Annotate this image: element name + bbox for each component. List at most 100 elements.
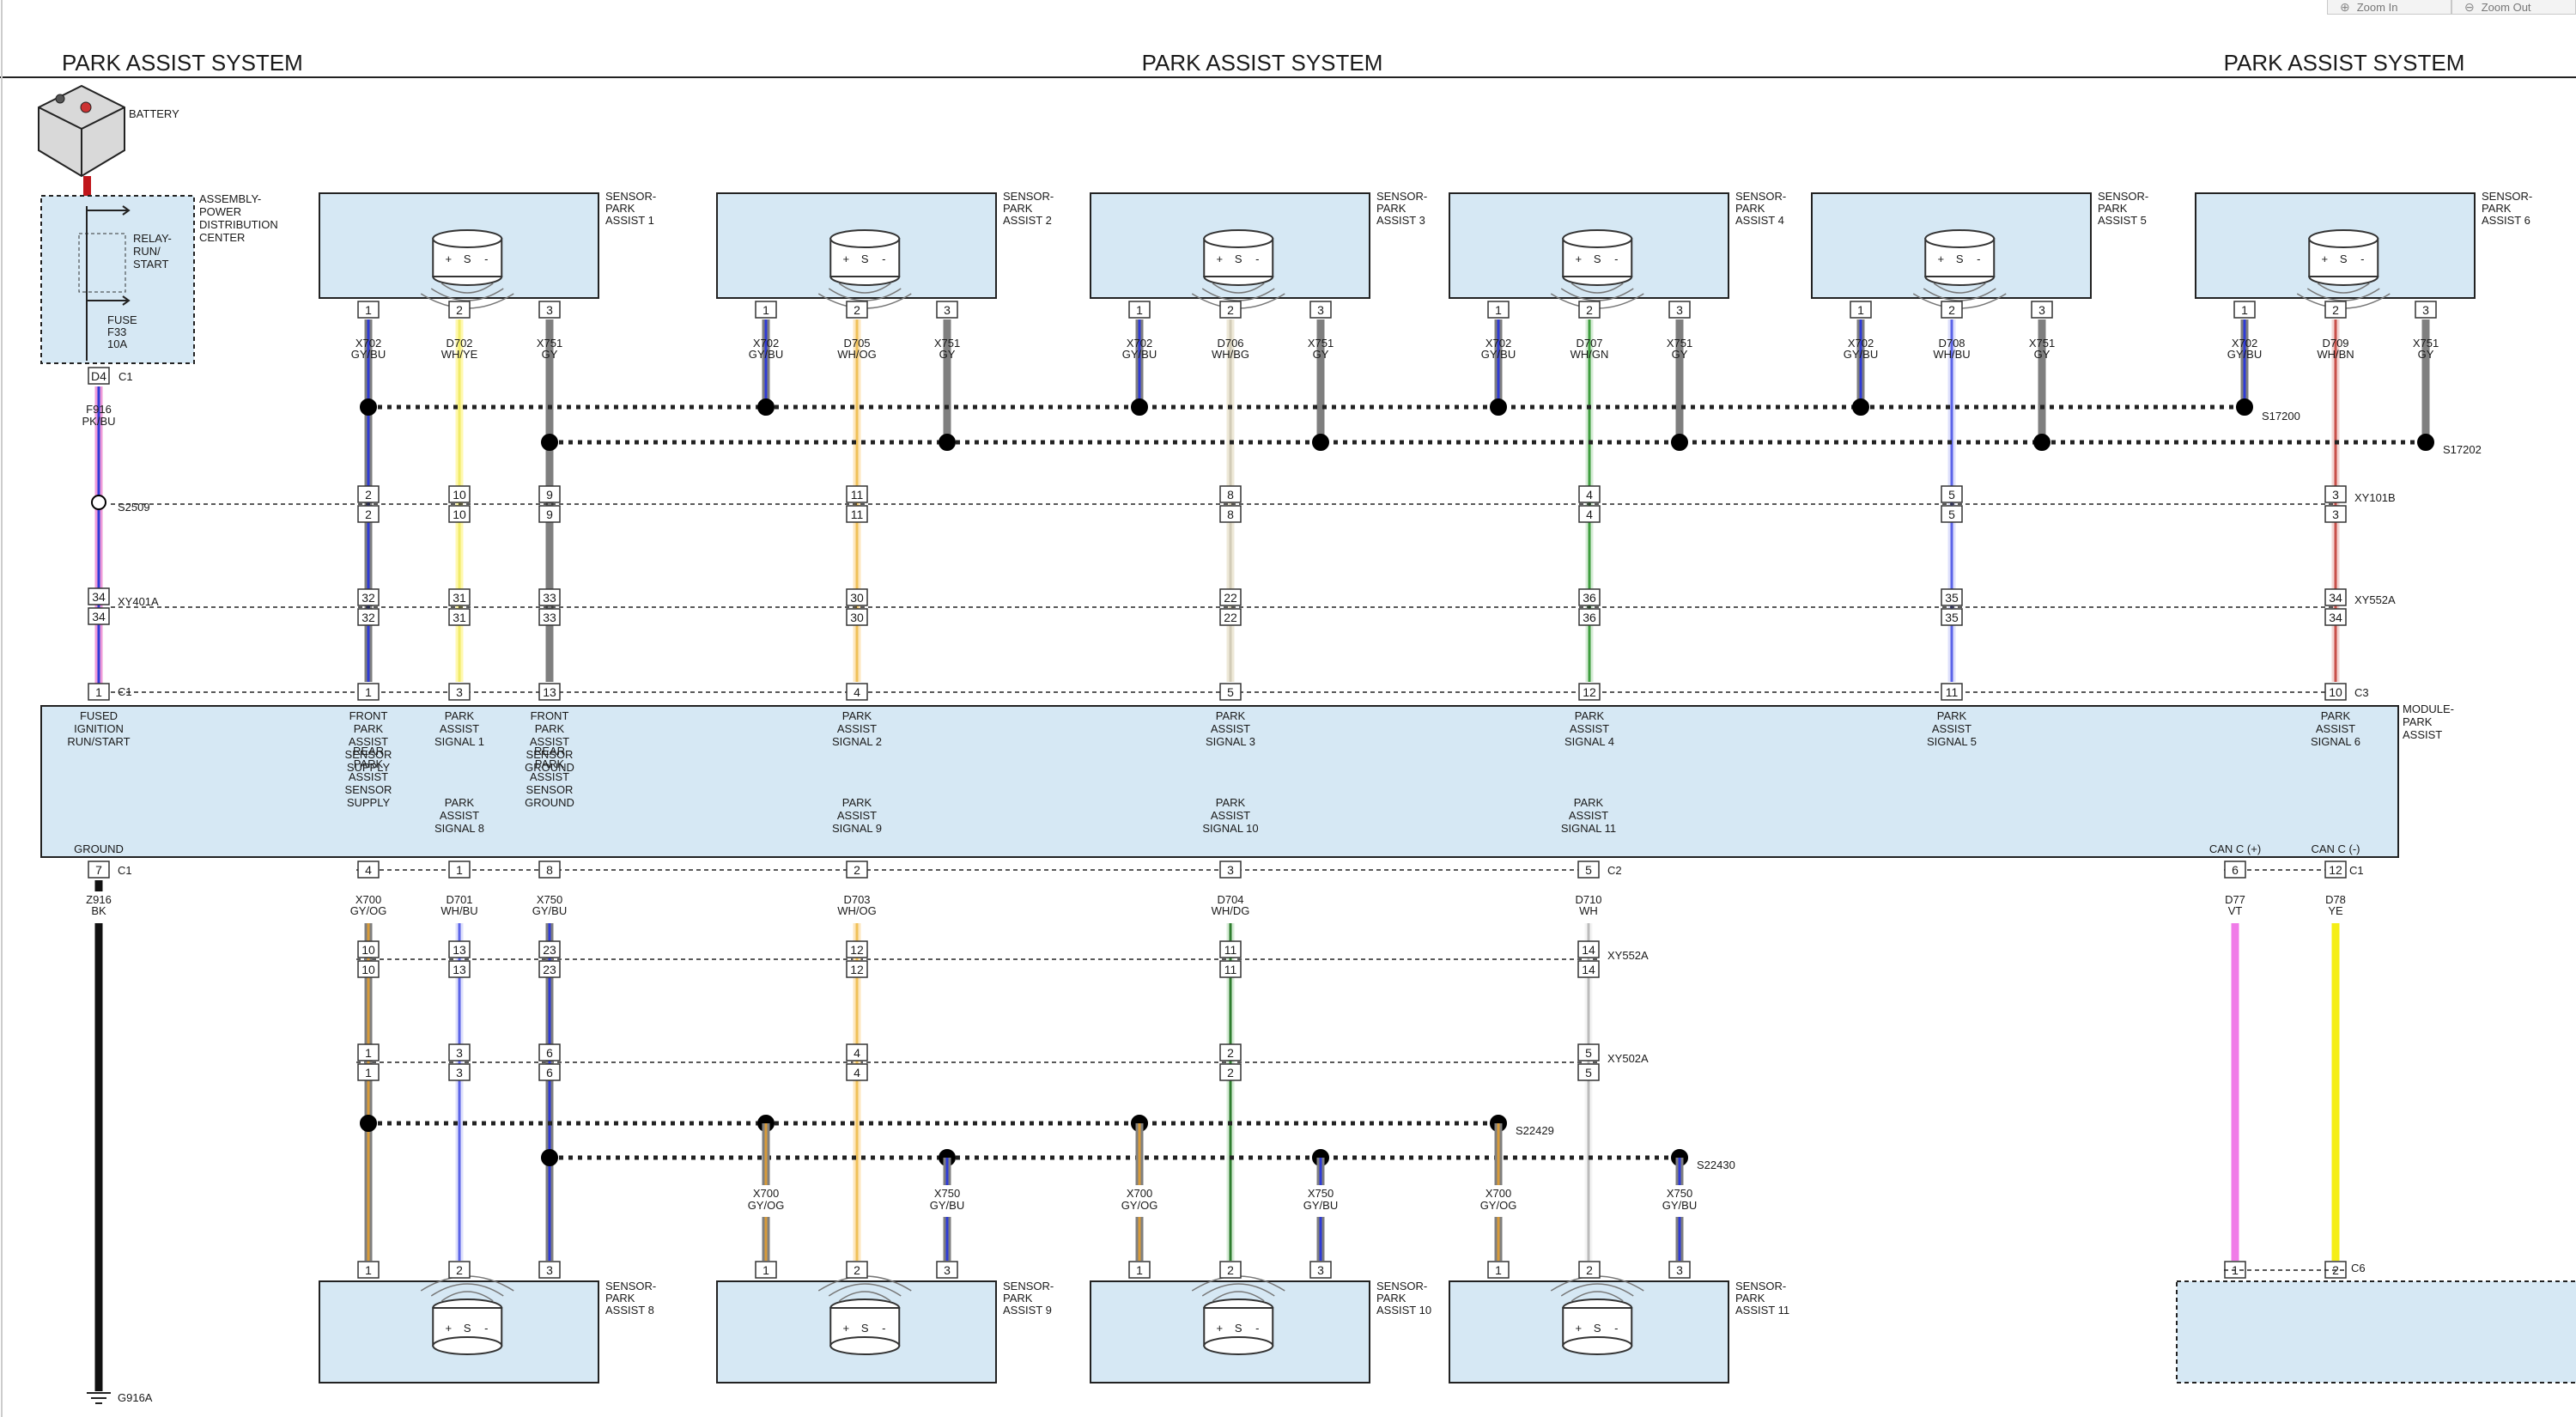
- front-sensor-pin-label: 1: [365, 303, 372, 317]
- rear-sensor-pin-label: 3: [944, 1263, 951, 1277]
- module-top-label: ASSIST: [1570, 722, 1609, 735]
- ground-wire-color: BK: [91, 904, 106, 917]
- front-wire-code: X702: [1127, 337, 1152, 350]
- front-ground-splice-label: S17202: [2443, 443, 2482, 456]
- module-top-label: PARK: [1937, 709, 1967, 722]
- rear-sensor-pin-label: 2: [854, 1263, 860, 1277]
- sensor-icon-wave: [1571, 1291, 1624, 1302]
- module-bottom-label: PARK: [1216, 796, 1246, 809]
- front-wire-color: WH/BN: [2317, 348, 2354, 361]
- sensor-icon-wave: [2306, 288, 2380, 301]
- front-supply-splice-dot: [1852, 398, 1869, 416]
- front-ground-splice-dot: [1671, 434, 1688, 451]
- rear-inline-pin: [1577, 940, 1600, 958]
- front-supply-pin: [357, 683, 380, 701]
- rear-module-pin: [357, 861, 380, 879]
- sensor-icon-plus: +: [2321, 252, 2328, 265]
- sensor-icon-s: S: [464, 1322, 471, 1335]
- sensor-icon-rim: [829, 229, 901, 248]
- rear-sensor-label: PARK: [1735, 1292, 1765, 1304]
- front-signal-pin: [448, 608, 471, 626]
- rear-sensor-pin-label: 1: [762, 1263, 769, 1277]
- front-signal-pin-label: 10: [2329, 685, 2342, 699]
- front-wire-color: GY/BU: [1481, 348, 1516, 361]
- pdc-box: [40, 195, 195, 364]
- module-bottom-label: SENSOR: [345, 783, 392, 796]
- rear-inline1-label: XY552A: [1607, 949, 1649, 962]
- rear-sensor-wire-code: X700: [1127, 1187, 1152, 1200]
- module-top-label: PARK: [445, 709, 475, 722]
- sensor-icon-rim: [1924, 229, 1996, 248]
- front-signal-pin: [2324, 588, 2347, 606]
- sensor-icon-wave: [440, 283, 494, 294]
- can-module-pin-label: 6: [2232, 863, 2239, 877]
- rear-inline-pin-label: 11: [1224, 963, 1237, 976]
- rear-inline-pin: [1219, 1063, 1242, 1081]
- front-sensor-label: PARK: [1735, 202, 1765, 215]
- sensor-icon-s: S: [464, 252, 471, 265]
- fuse-label: 10A: [107, 338, 127, 350]
- rear-sensor-label: PARK: [1003, 1292, 1033, 1304]
- front-sensor-label: ASSIST 5: [2098, 214, 2147, 227]
- module-top-label: SENSOR: [345, 748, 392, 761]
- sensor-icon-wave: [430, 1283, 504, 1297]
- front-signal-pin: [846, 683, 868, 701]
- front-sensor-label: SENSOR-: [2098, 190, 2148, 203]
- power-feed-inline-pin-label: 34: [92, 610, 106, 623]
- battery-label: BATTERY: [129, 107, 179, 120]
- module-top-label: FRONT: [531, 709, 569, 722]
- front-signal-pin: [1578, 505, 1601, 523]
- front-signal-pin-label: 11: [851, 488, 864, 502]
- front-wire-color: GY/BU: [351, 348, 386, 361]
- relay-label: START: [133, 258, 168, 271]
- front-signal-pin-label: 8: [1227, 508, 1234, 521]
- module-top-label: FUSED: [80, 709, 118, 722]
- module-top-label: SIGNAL 5: [1927, 735, 1977, 748]
- module-label: PARK: [2403, 715, 2433, 728]
- front-sensor-pin: [2233, 301, 2256, 319]
- front-sensor-label: SENSOR-: [2482, 190, 2532, 203]
- rear-sensor-wire-color: GY/OG: [1121, 1199, 1158, 1212]
- front-sensor-pin: [1850, 301, 1872, 319]
- rear-inline-pin-label: 11: [1224, 943, 1237, 957]
- module-bottom-label: ASSIST: [1569, 809, 1608, 822]
- front-sensor-label: PARK: [2482, 202, 2512, 215]
- rear-inline-pin: [1577, 1063, 1600, 1081]
- rear-inline-pin-label: 3: [456, 1066, 463, 1079]
- front-signal-pin: [2324, 505, 2347, 523]
- rear-inline-pin-label: 5: [1585, 1066, 1592, 1079]
- front-sensor-pin-label: 1: [762, 303, 769, 317]
- battery-terminal-neg: [55, 94, 65, 104]
- rear-inline2-label: XY502A: [1607, 1052, 1649, 1065]
- module-top-label: SIGNAL 3: [1206, 735, 1255, 748]
- front-supply-pin: [357, 485, 380, 503]
- rear-ground-splice-dot: [541, 1149, 558, 1166]
- front-wire-color: GY: [939, 348, 956, 361]
- module-top-label: ASSIST: [1211, 722, 1250, 735]
- front-signal-pin-label: 30: [850, 611, 864, 624]
- front-wire-color: GY/BU: [1844, 348, 1878, 361]
- ground-point-label: G916A: [118, 1391, 153, 1404]
- module-bottom-label: SIGNAL 9: [832, 822, 882, 835]
- zoom-out-button[interactable]: ⊖ Zoom Out: [2451, 0, 2576, 15]
- rear-inline-pin: [538, 1063, 561, 1081]
- sensor-icon-wave: [1560, 288, 1634, 301]
- rear-module-pin: [448, 861, 471, 879]
- module-bottom-label: ASSIST: [530, 770, 569, 783]
- rear-wire-code: D704: [1217, 893, 1243, 906]
- rear-sensor-pin-label: 3: [1317, 1263, 1324, 1277]
- can-wire-code: D78: [2325, 893, 2346, 906]
- rear-sensor-pin: [936, 1261, 958, 1279]
- front-wire-color: GY: [2034, 348, 2050, 361]
- module-top-label: ASSIST: [2316, 722, 2355, 735]
- zoom-in-button[interactable]: ⊕ Zoom In: [2327, 0, 2451, 15]
- front-sensor-label: SENSOR-: [1735, 190, 1786, 203]
- front-sensor-pin: [1219, 301, 1242, 319]
- rear-wire-color: WH/OG: [837, 904, 877, 917]
- sensor-icon-minus: -: [1614, 1322, 1618, 1335]
- front-sensor-pin: [448, 301, 471, 319]
- rear-inline-pin-label: 1: [365, 1066, 372, 1079]
- front-sensor-pin-label: 1: [1495, 303, 1502, 317]
- front-sensor-pin: [2415, 301, 2437, 319]
- front-sensor-pin: [1487, 301, 1510, 319]
